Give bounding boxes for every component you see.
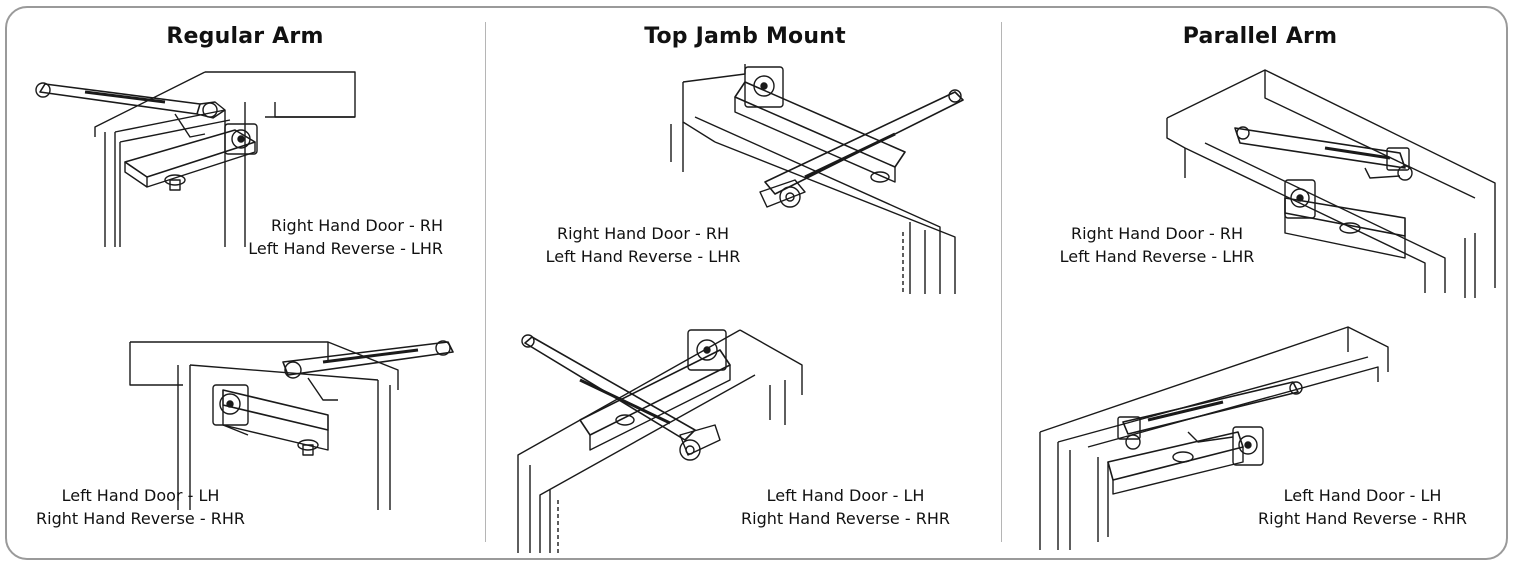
caption-reverse-hand: Right Hand Reverse - RHR: [741, 509, 950, 528]
top-jamb-rh-illustration: [655, 62, 975, 297]
caption-door-hand: Right Hand Door - RH: [270, 216, 443, 235]
column-divider-1: [485, 22, 486, 542]
caption-reverse-hand: Left Hand Reverse - LHR: [1059, 247, 1255, 266]
regular-arm-rh-caption: Right Hand Door - RH Left Hand Reverse -…: [248, 214, 443, 260]
top-jamb-lh-illustration: [510, 325, 805, 557]
caption-door-hand: Left Hand Door - LH: [61, 486, 220, 505]
top-jamb-rh-caption: Right Hand Door - RH Left Hand Reverse -…: [518, 222, 768, 268]
top-jamb-lh-caption: Left Hand Door - LH Right Hand Reverse -…: [713, 484, 978, 530]
column-divider-2: [1001, 22, 1002, 542]
caption-reverse-hand: Right Hand Reverse - RHR: [36, 509, 245, 528]
regular-arm-rh-illustration: [25, 62, 365, 252]
caption-reverse-hand: Left Hand Reverse - LHR: [545, 247, 741, 266]
diagram-frame: [5, 6, 1508, 560]
parallel-arm-lh-illustration: [1038, 322, 1393, 557]
caption-reverse-hand: Right Hand Reverse - RHR: [1258, 509, 1467, 528]
column-title-parallel-arm: Parallel Arm: [1182, 24, 1338, 49]
parallel-arm-rh-caption: Right Hand Door - RH Left Hand Reverse -…: [1032, 222, 1282, 268]
parallel-arm-lh-caption: Left Hand Door - LH Right Hand Reverse -…: [1230, 484, 1495, 530]
caption-reverse-hand: Left Hand Reverse - LHR: [248, 239, 443, 258]
caption-door-hand: Left Hand Door - LH: [1283, 486, 1442, 505]
column-title-top-jamb-mount: Top Jamb Mount: [644, 24, 846, 49]
regular-arm-lh-illustration: [128, 330, 468, 515]
regular-arm-lh-caption: Left Hand Door - LH Right Hand Reverse -…: [8, 484, 273, 530]
caption-door-hand: Right Hand Door - RH: [1070, 224, 1243, 243]
parallel-arm-rh-illustration: [1165, 68, 1500, 308]
caption-door-hand: Right Hand Door - RH: [556, 224, 729, 243]
caption-door-hand: Left Hand Door - LH: [766, 486, 925, 505]
column-title-regular-arm: Regular Arm: [166, 24, 324, 49]
